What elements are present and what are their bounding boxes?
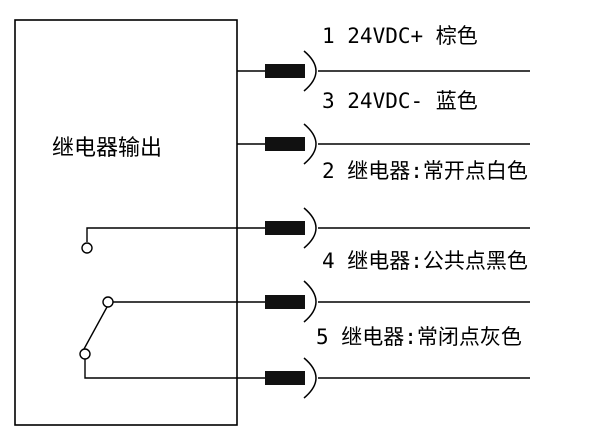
nc-contact-terminal (79, 348, 91, 360)
wire-2 (237, 123, 530, 165)
wire-label-relay-nc: 5 继电器:常闭点灰色 (316, 325, 522, 349)
relay-output-label: 继电器输出 (52, 136, 162, 161)
wire-label-relay-common: 4 继电器:公共点黑色 (322, 249, 528, 273)
wire-1 (237, 50, 530, 92)
wire-label-24vdc-plus: 1 24VDC+ 棕色 (322, 24, 478, 48)
wire-4 (102, 280, 530, 323)
wire-3 (81, 207, 530, 254)
wire-label-24vdc-minus: 3 24VDC- 蓝色 (322, 89, 478, 113)
no-contact-terminal (81, 242, 93, 254)
relay-output-box (14, 19, 238, 426)
connector-5 (265, 371, 305, 385)
connector-3 (265, 221, 305, 235)
common-contact-terminal (102, 296, 114, 308)
wire-label-relay-no: 2 继电器:常开点白色 (322, 159, 528, 183)
connector-4 (265, 295, 305, 309)
connector-2 (265, 137, 305, 151)
relay-switch-lever (83, 306, 108, 350)
connector-1 (265, 64, 305, 78)
wire-5 (79, 348, 530, 399)
